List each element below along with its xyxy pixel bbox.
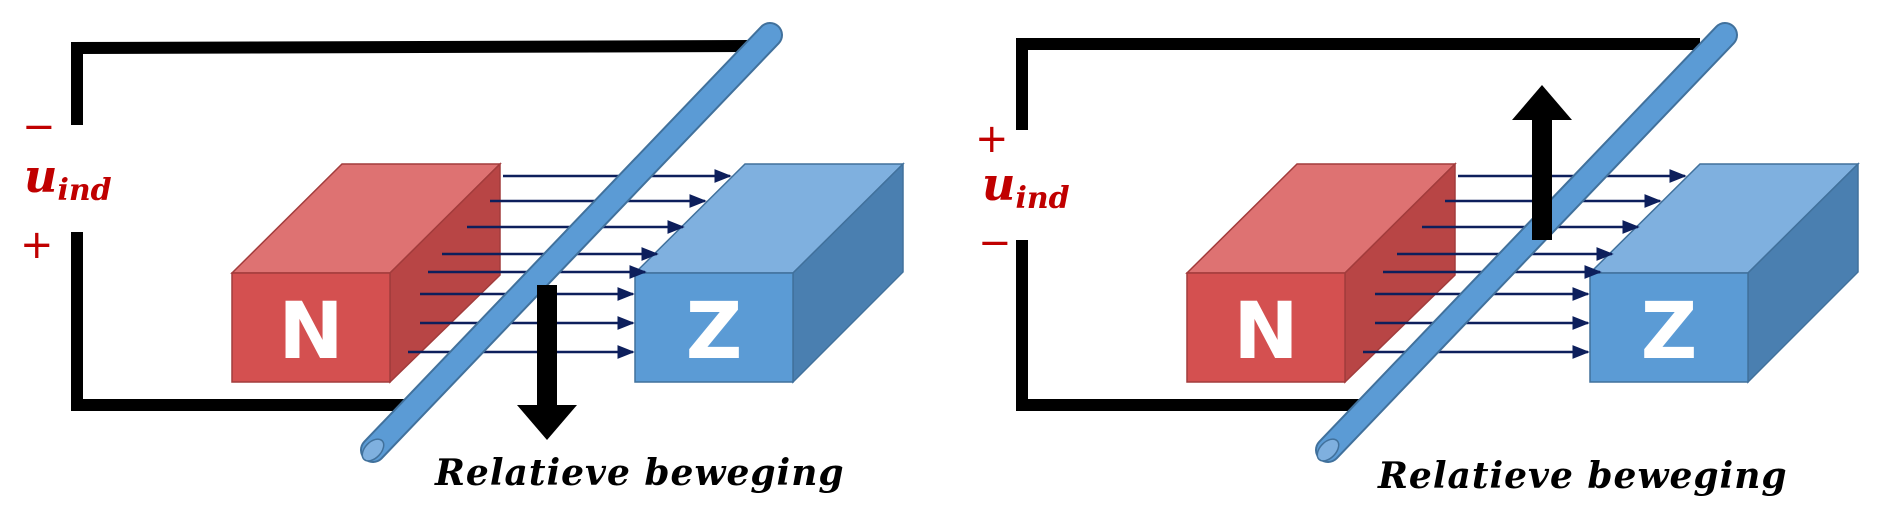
south-magnet-front <box>634 272 794 383</box>
motion-caption: Relatieve beweging <box>1377 455 1788 497</box>
panel-left: N Z − uind + <box>20 22 905 494</box>
south-magnet: Z <box>1588 162 1860 384</box>
south-pole-label: Z <box>686 287 743 377</box>
south-pole-label: Z <box>1641 287 1698 377</box>
panel-right: N Z + uind − <box>975 22 1860 497</box>
south-magnet-front <box>1589 272 1749 383</box>
north-pole-label: N <box>278 287 343 377</box>
induced-voltage-label: uind <box>24 149 112 208</box>
circuit-wire-top <box>71 40 751 125</box>
induced-voltage-label: uind <box>982 157 1070 216</box>
circuit-wire-bottom <box>1016 240 1372 411</box>
motion-arrow-down-icon <box>517 285 577 440</box>
top-polarity-sign: − <box>22 104 56 150</box>
motion-arrow-up-icon <box>1512 85 1572 240</box>
north-pole-label: N <box>1233 287 1298 377</box>
circuit-wire-top <box>1016 38 1700 130</box>
south-magnet: Z <box>633 162 905 384</box>
conductor-rod <box>1315 22 1738 463</box>
circuit-wire-bottom <box>71 232 420 411</box>
voltage-subscript: ind <box>57 173 111 208</box>
motion-caption: Relatieve beweging <box>434 452 845 494</box>
bottom-polarity-sign: − <box>978 220 1012 266</box>
voltage-symbol: u <box>24 149 57 203</box>
top-polarity-sign: + <box>975 116 1009 162</box>
north-magnet-front <box>1186 272 1346 383</box>
bottom-polarity-sign: + <box>20 222 54 268</box>
voltage-subscript: ind <box>1015 181 1069 216</box>
north-magnet-front <box>231 272 391 383</box>
conductor-rod <box>360 22 783 463</box>
voltage-symbol: u <box>982 157 1015 211</box>
